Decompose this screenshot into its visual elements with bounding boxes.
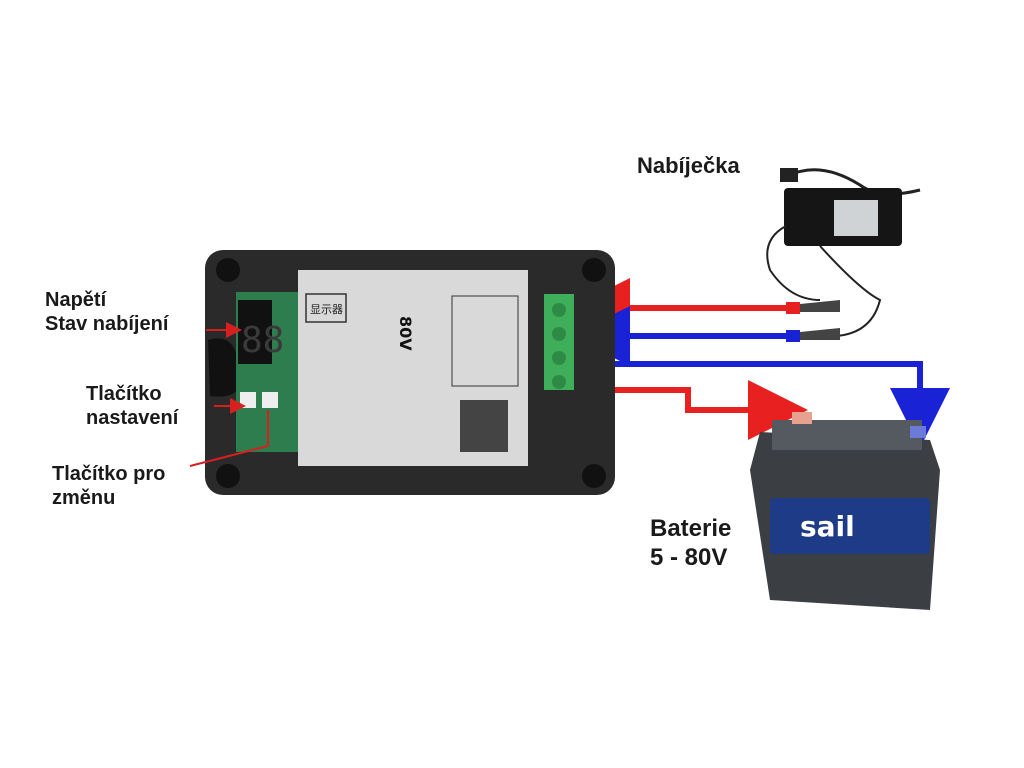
battery-label-line2: 5 - 80V [650,543,728,571]
set-button [240,392,256,408]
voltage-label: Napětí Stav nabíjení [45,288,168,336]
battery-brand: sail [800,510,855,543]
panel-model: 80V [396,316,415,351]
change-button-label: Tlačítko pro změnu [52,462,165,510]
protection-module: 88 显示器 80V [205,250,615,495]
svg-text:80V: 80V [396,316,415,351]
battery: sail [750,412,940,610]
charger-label-text: Nabíječka [637,153,740,178]
charger-adapter [766,168,921,338]
change-button [262,392,278,408]
set-button-label-line2: nastavení [86,407,179,429]
qr-code [460,400,508,452]
charge-status-label: Stav nabíjení [45,313,169,335]
set-button-label-line1: Tlačítko [86,383,162,405]
voltage-display [238,300,272,364]
display-tag-text: 显示器 [310,303,343,316]
charger-clamps [786,300,840,342]
voltage-label-line1: Napětí [45,289,107,311]
change-button-label-line1: Tlačítko pro [52,463,166,485]
positive-wire-battery [600,380,808,440]
negative-wire-battery [600,361,950,448]
change-button-label-line2: změnu [52,487,116,509]
svg-text:88: 88 [241,320,284,361]
annotation-arrows [189,322,269,467]
battery-label-line1: Baterie [650,515,732,542]
battery-label: Baterie 5 - 80V [650,515,731,573]
charger-label: Nabíječka [637,153,740,179]
set-button-label: Tlačítko nastavení [86,382,178,430]
